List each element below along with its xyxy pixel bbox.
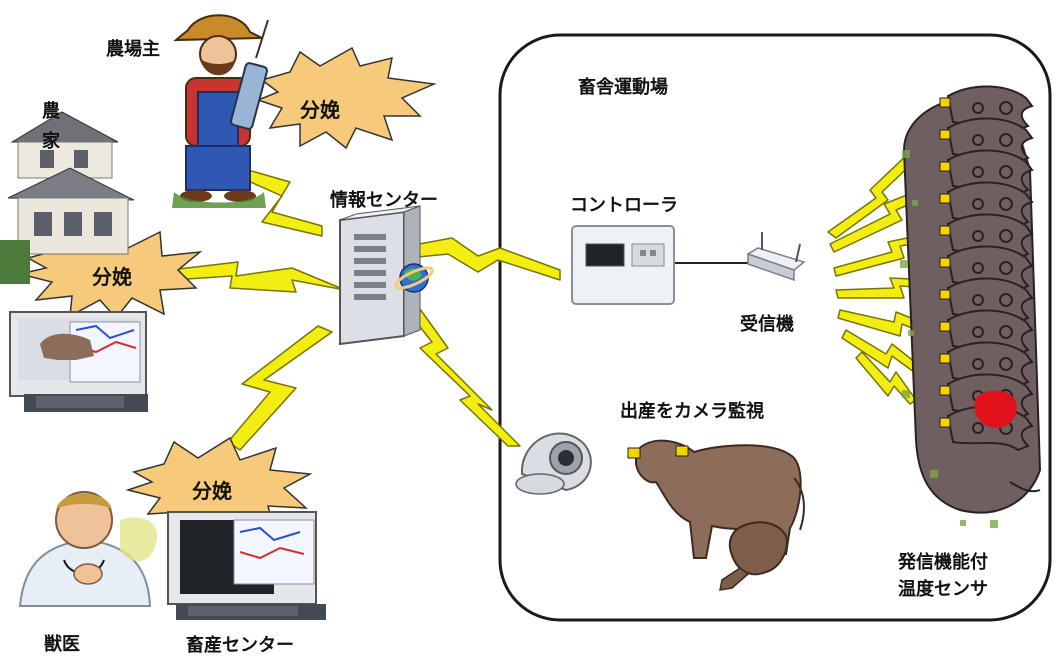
doctor-icon — [18, 491, 158, 607]
camera-icon — [515, 432, 592, 495]
bolt-server-farmer — [245, 169, 323, 237]
label-livestock-center: 畜産センター — [186, 635, 294, 656]
bolt-server-controller — [407, 237, 561, 281]
label-receiver: 受信機 — [740, 314, 794, 335]
controller-icon — [571, 225, 675, 305]
alert-text-center: 分娩 — [192, 479, 232, 503]
label-info-center: 情報センター — [330, 190, 438, 211]
label-camera-watch: 出産をカメラ監視 — [620, 401, 764, 422]
globe-icon — [394, 263, 434, 293]
computer-icon — [9, 311, 148, 412]
alert-text-house: 分娩 — [92, 265, 132, 289]
cattle-herd-icon — [900, 85, 1042, 528]
label-farmhouse-2: 家 — [42, 131, 60, 152]
bolt-server-center — [227, 325, 333, 451]
bolt-server-house — [169, 261, 346, 293]
bolt-herd-6 — [841, 329, 921, 373]
alert-text-farmer: 分娩 — [300, 98, 340, 122]
bolt-herd-7 — [855, 351, 917, 405]
signal-bolts — [169, 149, 939, 451]
label-vet: 獣医 — [44, 634, 80, 655]
calf-icon — [719, 521, 788, 591]
label-barn-area: 畜舎運動場 — [578, 77, 668, 98]
label-sensor-1: 発信機能付 — [898, 552, 988, 573]
label-controller: コントローラ — [570, 195, 678, 216]
bolt-server-camera — [401, 297, 521, 447]
alert-burst-farmer — [255, 46, 437, 150]
fever-spot — [974, 390, 1017, 428]
house-icon — [0, 111, 135, 284]
label-sensor-2: 温度センサ — [898, 579, 988, 600]
label-farmhouse-1: 農 — [42, 101, 60, 122]
receiver-icon — [746, 232, 806, 282]
label-farm-owner: 農場主 — [106, 39, 160, 60]
farmer-icon — [172, 14, 269, 208]
barn-enclosure — [498, 33, 1052, 622]
livestock-center-computer-icon — [167, 511, 326, 620]
